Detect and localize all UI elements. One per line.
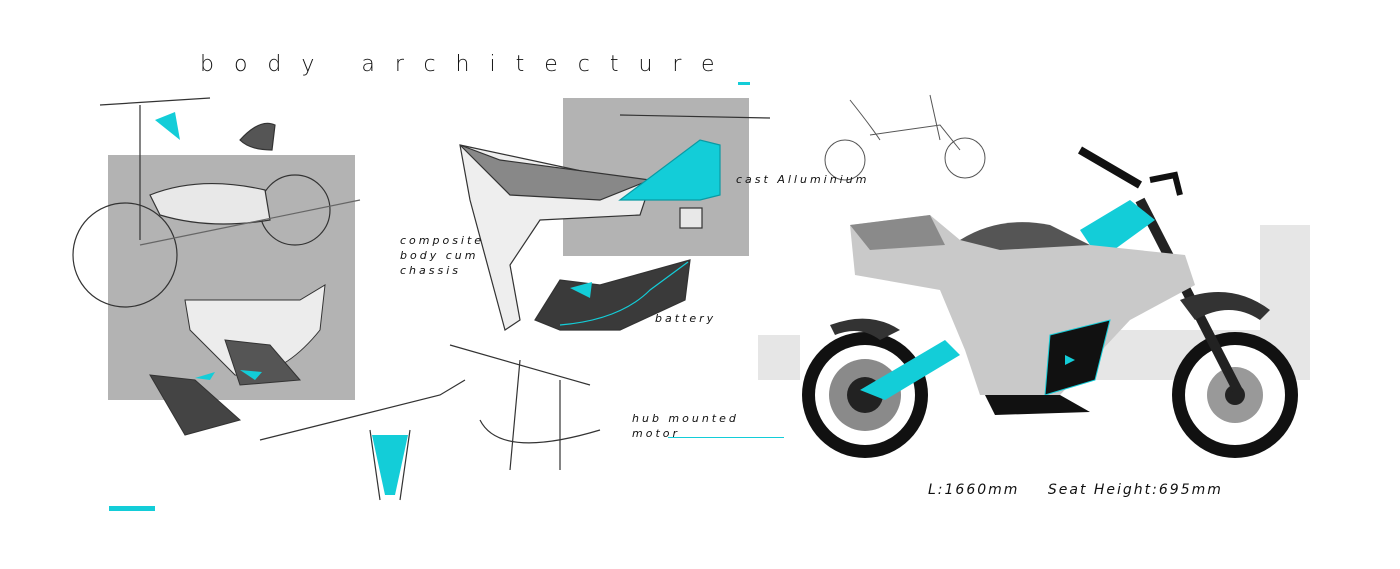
title-accent — [738, 82, 750, 85]
rendered-bike — [802, 146, 1298, 458]
dimensions: L:1660mm Seat Height:695mm — [928, 482, 1245, 498]
label-hub-motor: hub mounted motor — [632, 411, 739, 441]
label-composite: composite body cum chassis — [400, 233, 484, 278]
label-line: composite — [400, 234, 485, 247]
label-battery: battery — [655, 312, 717, 325]
sketch-bike-small — [824, 94, 986, 181]
label-line: motor — [632, 427, 681, 440]
sketch-handlebars — [259, 344, 601, 501]
sketch-shell — [149, 284, 326, 436]
label-line: chassis — [400, 264, 462, 277]
label-cast-aluminium: cast Alluminium — [736, 173, 870, 186]
page-title: body architecture — [200, 52, 735, 77]
length-value: L:1660mm — [928, 482, 1020, 498]
background-shape — [758, 225, 1310, 380]
sketch-bike-left — [72, 97, 361, 308]
label-line: body cum — [400, 249, 479, 262]
motor-underline — [668, 437, 784, 438]
label-line: hub mounted — [632, 412, 739, 425]
seat-height-value: Seat Height:695mm — [1047, 482, 1223, 498]
sketch-chassis — [459, 114, 771, 331]
accent-bar — [109, 506, 155, 511]
